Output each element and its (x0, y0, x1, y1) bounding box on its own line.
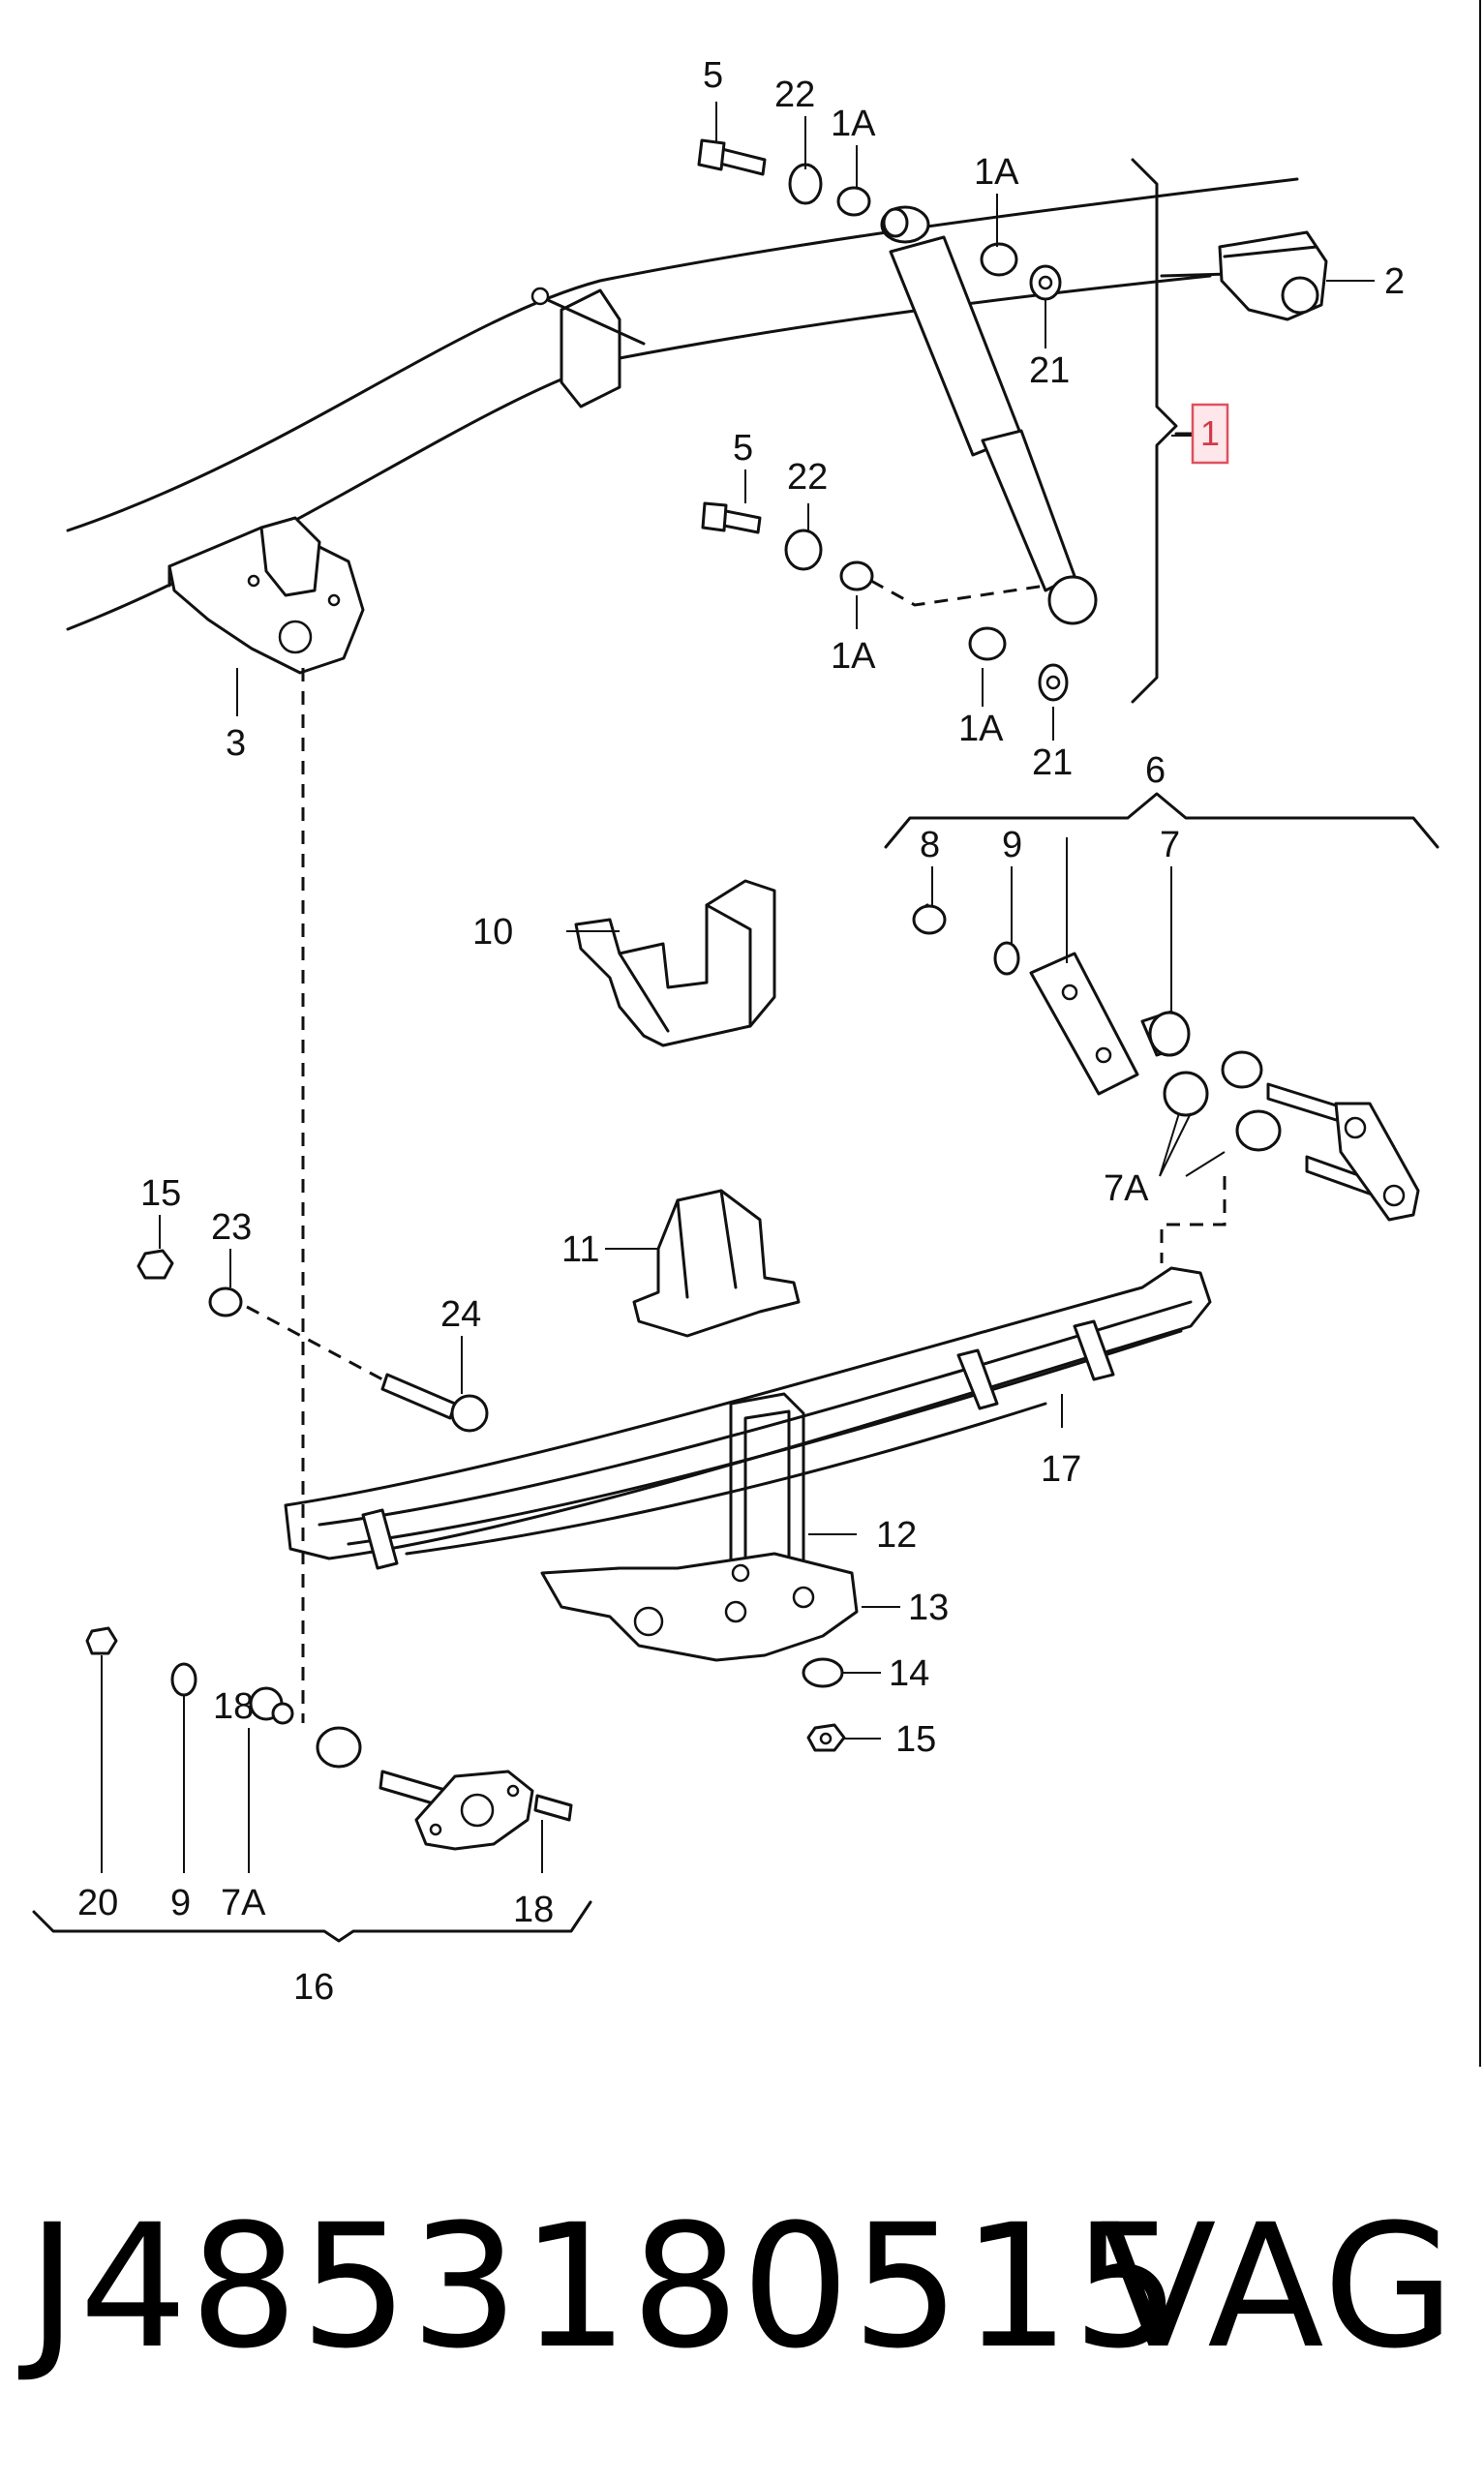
front-eye-fasteners (136, 1249, 489, 1433)
front-shackle-group (32, 1626, 592, 1943)
callout-2: 2 (1384, 261, 1405, 302)
leader-lines (101, 102, 1375, 1873)
highlighted-part-1[interactable]: 1 (1191, 403, 1229, 465)
bump-stop-11 (632, 1189, 801, 1338)
shackle-group (884, 792, 1439, 1263)
callout-21a: 21 (1029, 350, 1070, 391)
spring-pad-10 (574, 879, 776, 1047)
callout-22a: 22 (774, 75, 815, 115)
callout-1Ab: 1A (974, 152, 1019, 193)
callout-14: 14 (889, 1653, 929, 1694)
callout-16: 16 (293, 1967, 334, 2008)
callout-15b: 15 (895, 1719, 936, 1760)
callout-8: 8 (920, 825, 940, 865)
callout-7Aa: 7A (1104, 1168, 1149, 1209)
callout-18b: 18 (513, 1890, 554, 1930)
shock-absorber (880, 205, 1098, 625)
callout-18a: 18 (213, 1686, 254, 1727)
callout-7: 7 (1160, 825, 1180, 865)
callout-labels: 5 22 1A 1A 2 21 5 22 1A 1A 21 3 6 8 9 7 … (77, 55, 1405, 2008)
axle-plate (540, 1552, 859, 1662)
axle-hardware (802, 1657, 846, 1752)
callout-1Aa: 1A (831, 104, 876, 144)
group-bracket-1 (1131, 158, 1197, 704)
callout-12: 12 (876, 1515, 917, 1556)
callout-5a: 5 (703, 55, 723, 96)
callout-9a: 9 (1002, 825, 1022, 865)
callout-24: 24 (440, 1294, 481, 1335)
brand-name: VAG (1100, 2188, 1457, 2386)
callout-13: 13 (908, 1588, 949, 1628)
callout-23: 23 (211, 1207, 252, 1248)
callout-9b: 9 (170, 1883, 191, 1923)
callout-15a: 15 (140, 1173, 181, 1214)
part-number: J4853180515 (27, 2188, 1183, 2386)
callout-1Ad: 1A (958, 709, 1004, 749)
front-spring-hanger (167, 516, 365, 675)
callout-22b: 22 (787, 457, 828, 498)
callout-1Ac: 1A (831, 636, 876, 677)
callout-3: 3 (226, 723, 246, 764)
upper-mount-hardware (697, 138, 1062, 301)
callout-5b: 5 (733, 428, 753, 469)
lower-mount-hardware (701, 501, 1069, 702)
u-bolt (729, 1392, 805, 1594)
callout-11: 11 (561, 1229, 599, 1270)
rear-hanger (1218, 230, 1328, 321)
callout-6: 6 (1145, 750, 1166, 791)
leaf-spring (284, 1266, 1212, 1570)
highlight-box[interactable] (1191, 403, 1229, 465)
callout-10: 10 (472, 912, 513, 953)
callout-1: 1 (1200, 413, 1220, 453)
callout-20: 20 (77, 1883, 118, 1923)
exploded-parts-diagram: 5 22 1A 1A 2 21 5 22 1A 1A 21 3 6 8 9 7 … (32, 0, 1481, 2067)
callout-17: 17 (1041, 1449, 1081, 1490)
callout-21b: 21 (1032, 742, 1073, 783)
footer: J4853180515 VAG (0, 2188, 1484, 2420)
frame-bracket (530, 287, 646, 409)
callout-7Ab: 7A (221, 1883, 266, 1923)
